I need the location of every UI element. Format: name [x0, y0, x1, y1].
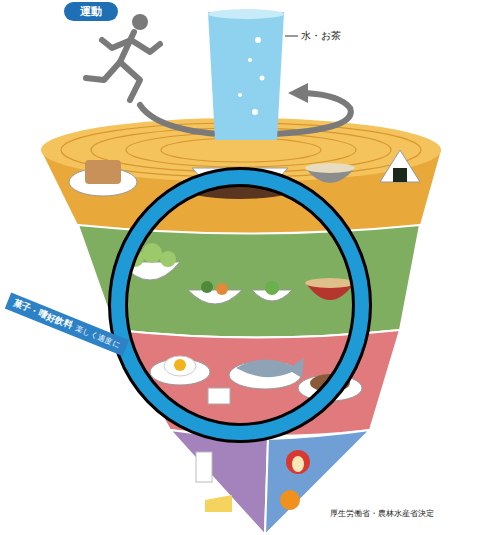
- milk-glass: [196, 452, 212, 482]
- fish: [236, 358, 304, 378]
- water-glass: [208, 12, 284, 140]
- bubble: [260, 76, 265, 81]
- credit-note: 厚生労働省・農林水産省決定: [330, 509, 434, 519]
- bubble: [255, 37, 261, 43]
- egg-yolk: [174, 359, 186, 371]
- disc-ring: [161, 138, 321, 162]
- orange: [280, 490, 300, 510]
- leaf: [160, 251, 176, 267]
- side-dish-bowl: [188, 290, 242, 304]
- exercise-pill: 運動: [64, 2, 118, 21]
- fruit-band: [265, 430, 370, 535]
- bubbles: [238, 37, 265, 115]
- onigiri: [380, 150, 420, 182]
- soup: [305, 278, 355, 288]
- runner-arm: [102, 40, 131, 48]
- node-text: 楽しく適度に: [73, 321, 123, 354]
- highlight-ring: [118, 177, 362, 433]
- node-text: 菓子・嗜好飲料: [11, 295, 75, 333]
- water-label: 水・お茶: [301, 29, 341, 43]
- bubble: [238, 93, 242, 97]
- runner-arm: [131, 40, 160, 52]
- vegetable: [201, 281, 213, 293]
- vegetable: [265, 281, 279, 295]
- leader-line: [285, 36, 298, 37]
- runner-leg: [120, 62, 140, 100]
- egg-white: [164, 356, 196, 376]
- ring-outline: [118, 177, 362, 433]
- tofu: [208, 388, 230, 404]
- cheese: [205, 495, 232, 512]
- leaf: [142, 243, 162, 263]
- water-surface: [208, 9, 284, 19]
- node-text: 運動: [80, 2, 102, 21]
- nori: [393, 168, 407, 182]
- bubble: [252, 109, 258, 115]
- bread: [85, 160, 121, 184]
- vegetable: [216, 283, 228, 295]
- noodles: [305, 163, 355, 173]
- runner-figure: [86, 32, 160, 100]
- apple-flesh: [292, 456, 304, 472]
- snack-ribbon: 菓子・嗜好飲料楽しく適度に: [5, 293, 129, 356]
- runner-head: [132, 14, 148, 30]
- bubble: [248, 58, 252, 62]
- apple: [286, 450, 310, 474]
- milk-band: [170, 430, 268, 535]
- runner-leg: [86, 62, 120, 80]
- arrow-head: [288, 83, 308, 103]
